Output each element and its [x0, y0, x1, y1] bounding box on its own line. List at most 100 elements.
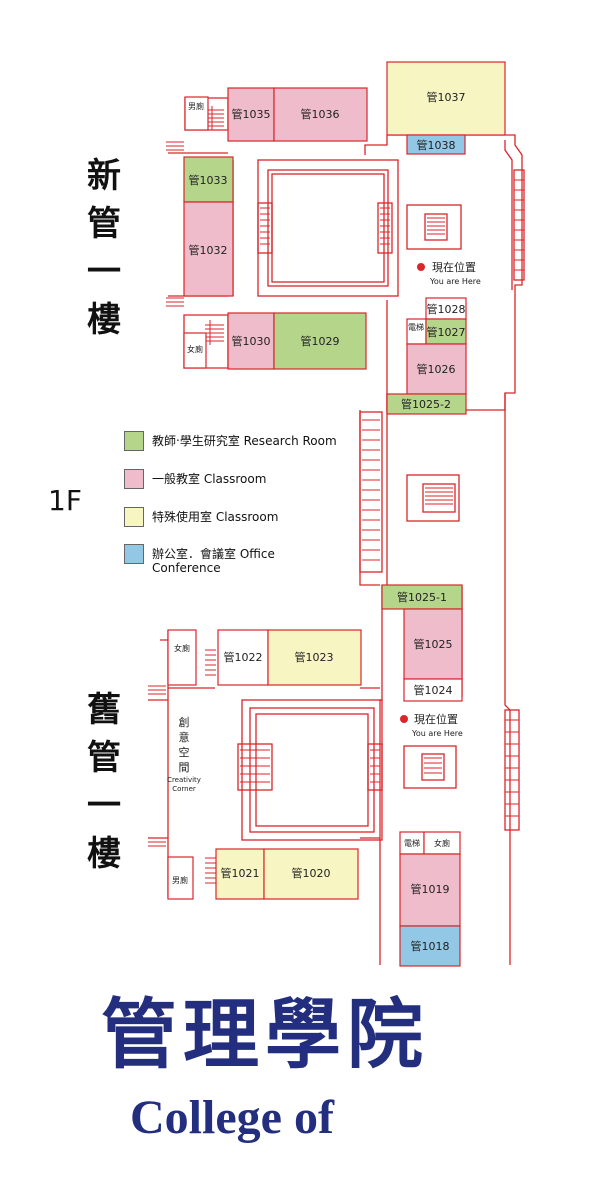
- creativity-char-2: 意: [179, 730, 190, 744]
- label-1038: 管1038: [417, 138, 456, 152]
- stairs-new-left-top: [166, 141, 184, 151]
- womens-room-new: [183, 332, 207, 369]
- new-building-char: 樓: [87, 300, 121, 340]
- label-1026: 管1026: [417, 362, 456, 376]
- old-building-char: 管: [87, 738, 121, 778]
- label-1025-2: 管1025-2: [401, 397, 451, 411]
- label-1018: 管1018: [411, 939, 450, 953]
- label-1024: 管1024: [414, 683, 453, 697]
- room-1024: [403, 678, 463, 702]
- you-are-here-marker-new: [417, 263, 425, 271]
- legend-item-classroom: 一般教室 Classroom: [124, 469, 266, 489]
- label-1022: 管1022: [224, 650, 263, 664]
- new-building-char: 管: [87, 204, 121, 244]
- label-womens-old: 女廁: [174, 643, 190, 653]
- room-1030: [227, 312, 275, 370]
- label-1029: 管1029: [301, 334, 340, 348]
- creativity-char-1: 創: [179, 715, 190, 729]
- you-are-here-en-new: You are Here: [429, 277, 481, 286]
- stairs-east-old: [505, 719, 519, 817]
- room-1019: [399, 853, 461, 927]
- label-mens-old: 男廁: [172, 875, 188, 885]
- room-1027: [425, 318, 467, 345]
- room-1025-2: [386, 393, 467, 415]
- legend-swatch-classroom: [124, 469, 144, 489]
- stairs-courtyard-old: [240, 749, 380, 783]
- label-1033: 管1033: [189, 173, 228, 187]
- legend-label: 辦公室．會議室 Office Conference: [152, 547, 275, 575]
- stairs-old-left: [148, 685, 166, 847]
- label-1030: 管1030: [232, 334, 271, 348]
- legend-label: 教師‧學生研究室 Research Room: [152, 434, 337, 448]
- old-building-label: 舊 管 一 樓: [82, 686, 126, 878]
- room-1026: [406, 343, 467, 395]
- creativity-char-4: 間: [179, 761, 190, 774]
- label-elevator-old: 電梯: [404, 838, 420, 848]
- legend-label: 一般教室 Classroom: [152, 472, 267, 486]
- mens-room-old: [167, 856, 194, 900]
- you-are-here-cn-new: 現在位置: [432, 260, 476, 274]
- label-1025-1: 管1025-1: [397, 590, 447, 604]
- stairs-courtyard-new: [260, 207, 390, 245]
- label-1025: 管1025: [414, 637, 453, 651]
- stairs-old-1021: [205, 857, 216, 884]
- new-building-label: 新 管 一 樓: [82, 152, 126, 344]
- stairs-new-1035: [207, 106, 224, 130]
- new-building-char: 新: [87, 156, 121, 196]
- room-1022: [217, 629, 269, 686]
- legend-swatch-office: [124, 544, 144, 564]
- legend-swatch-special: [124, 507, 144, 527]
- room-1033: [183, 156, 234, 203]
- label-womens-new: 女廁: [187, 344, 203, 354]
- stairs-new-1030: [205, 320, 224, 345]
- old-building-char: 一: [87, 786, 121, 826]
- label-1028: 管1028: [427, 302, 466, 316]
- label-elevator-new: 電梯: [408, 322, 424, 332]
- label-1027: 管1027: [427, 325, 466, 339]
- stairs-right-old: [424, 757, 442, 774]
- floor-label: 1F: [48, 484, 82, 517]
- creativity-en-1: Creativity: [167, 776, 201, 784]
- room-1036: [273, 87, 368, 142]
- legend-label: 特殊使用室 Classroom: [152, 510, 279, 524]
- label-1020: 管1020: [292, 866, 331, 880]
- room-1023: [267, 629, 362, 686]
- room-1018: [399, 925, 461, 967]
- label-1036: 管1036: [301, 107, 340, 121]
- label-womens-old-2: 女廁: [434, 838, 450, 848]
- room-1035: [227, 87, 275, 142]
- stairs-right-new: [427, 217, 445, 235]
- label-1023: 管1023: [295, 650, 334, 664]
- stairs-old-1022: [205, 649, 216, 676]
- label-1021: 管1021: [221, 866, 260, 880]
- college-title-en: College of: [130, 1091, 334, 1144]
- legend-item-research: 教師‧學生研究室 Research Room: [124, 431, 337, 451]
- old-building-char: 舊: [87, 690, 121, 730]
- label-1019: 管1019: [411, 882, 450, 896]
- label-1032: 管1032: [189, 243, 228, 257]
- label-1035: 管1035: [232, 107, 271, 121]
- new-building-char: 一: [87, 252, 121, 292]
- room-1020: [263, 848, 359, 900]
- creativity-char-3: 空: [179, 745, 190, 759]
- room-1025-1: [381, 584, 463, 610]
- legend-item-office: 辦公室．會議室 Office Conference: [124, 544, 275, 575]
- room-1029: [273, 312, 367, 370]
- stairs-new-left-bottom: [166, 297, 184, 307]
- creativity-en-2: Corner: [172, 785, 196, 793]
- label-mens-new: 男廁: [188, 101, 204, 111]
- room-1032: [183, 201, 234, 297]
- you-are-here-marker-old: [400, 715, 408, 723]
- room-1037: [386, 61, 506, 136]
- label-1037: 管1037: [427, 90, 466, 104]
- stairs-connection: [362, 419, 380, 561]
- mens-room-new: [184, 96, 209, 131]
- stairs-east-new: [514, 179, 524, 271]
- you-are-here-cn-old: 現在位置: [414, 712, 458, 726]
- womens-room-old: [167, 629, 197, 686]
- you-are-here-en-old: You are Here: [411, 729, 463, 738]
- legend-item-special: 特殊使用室 Classroom: [124, 507, 278, 527]
- college-title-cn: 管理學院: [101, 990, 429, 1079]
- room-1025: [403, 608, 463, 680]
